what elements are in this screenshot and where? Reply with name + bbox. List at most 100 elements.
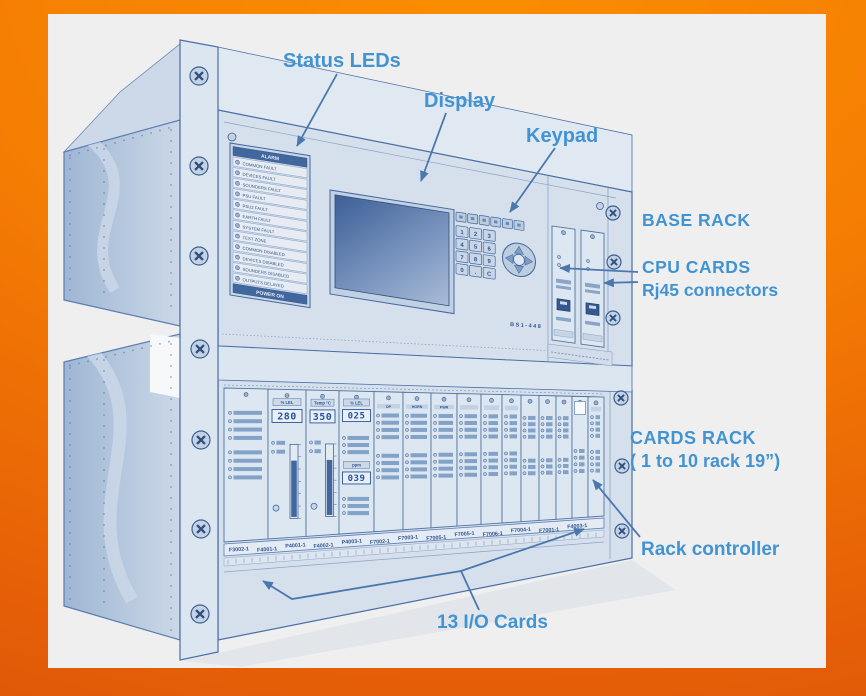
led-icon xyxy=(483,472,487,476)
led-bar xyxy=(410,474,427,479)
rivet xyxy=(69,179,71,181)
led-icon xyxy=(590,434,594,438)
led-icon xyxy=(590,415,594,420)
led-icon xyxy=(540,470,545,475)
rivet xyxy=(170,305,172,307)
screw-icon xyxy=(561,399,567,405)
screw-icon xyxy=(441,396,447,402)
led-bar xyxy=(347,511,369,516)
rivet xyxy=(103,269,105,271)
card-header-label: DP xyxy=(386,405,392,409)
card-model-label: F4001-1 xyxy=(257,546,277,553)
rivet xyxy=(123,351,125,354)
rivet xyxy=(170,376,172,378)
led-icon xyxy=(522,422,527,427)
card-header-label: HORN xyxy=(412,405,423,409)
line xyxy=(195,609,205,619)
card-header xyxy=(591,406,601,412)
led-icon xyxy=(540,458,545,463)
rivet xyxy=(132,137,134,139)
rivet xyxy=(170,464,172,466)
rivet xyxy=(170,618,172,620)
led-icon xyxy=(540,434,545,439)
rivet xyxy=(69,201,71,203)
rivet xyxy=(103,480,105,482)
screw-icon xyxy=(596,202,604,210)
card-model-label: F7003-1 xyxy=(398,535,418,542)
rivet xyxy=(69,267,71,269)
callout-keypad: Keypad xyxy=(526,125,598,147)
keypad-key-label: 4 xyxy=(460,243,464,250)
led-icon xyxy=(342,436,346,440)
keypad-key-label: 8 xyxy=(474,257,478,264)
led-icon xyxy=(405,474,409,479)
line xyxy=(609,209,617,217)
led-icon xyxy=(459,434,463,439)
led-icon xyxy=(459,414,463,419)
cpu-label-bar xyxy=(585,282,600,289)
rivet xyxy=(170,228,172,230)
led-bar xyxy=(233,410,262,415)
rivet xyxy=(159,342,161,345)
rivet xyxy=(103,203,105,205)
lcd-display xyxy=(329,189,455,315)
rivet xyxy=(69,154,71,157)
led-bar xyxy=(464,420,477,425)
led-bar xyxy=(546,470,553,475)
screw-icon xyxy=(191,430,211,450)
rivet xyxy=(150,345,152,347)
led-bar xyxy=(509,451,517,456)
led-icon xyxy=(433,421,437,425)
screw-icon xyxy=(545,399,550,404)
card-model-label: F7006-1 xyxy=(483,531,503,538)
led-icon xyxy=(504,458,508,462)
rj45-connector xyxy=(556,298,571,312)
arrow-display xyxy=(420,112,447,182)
io-card xyxy=(456,393,482,527)
led-row xyxy=(232,230,308,252)
line xyxy=(194,71,204,81)
rivet xyxy=(69,521,71,523)
card-model-label: F7005-1 xyxy=(426,535,446,542)
screw-icon xyxy=(613,390,629,406)
rivet xyxy=(141,134,143,137)
rivet xyxy=(170,486,172,488)
led-bar xyxy=(464,459,477,464)
led-bar xyxy=(595,433,600,438)
card-model-label: P4001-1 xyxy=(285,542,306,549)
keypad-key-label: 7 xyxy=(460,255,464,262)
led-bar xyxy=(579,455,585,460)
screw-icon xyxy=(466,397,472,403)
led-icon xyxy=(590,456,594,460)
seven-segment-value: 039 xyxy=(348,474,366,484)
rivet xyxy=(170,283,172,285)
led-icon xyxy=(376,413,380,418)
rivet xyxy=(103,403,105,405)
led-row xyxy=(232,198,308,221)
rivet xyxy=(69,554,71,556)
led-bar xyxy=(438,452,453,457)
screw-icon xyxy=(320,394,325,399)
rivet xyxy=(103,502,105,504)
screw-icon xyxy=(605,205,621,221)
led-icon xyxy=(228,475,232,480)
led-icon xyxy=(504,414,508,419)
led-bar xyxy=(488,421,498,426)
led-icon xyxy=(433,459,437,464)
led-icon xyxy=(557,470,562,474)
led-bar xyxy=(595,468,600,473)
led-bar xyxy=(464,434,477,439)
led-icon xyxy=(540,428,545,433)
rivet xyxy=(170,365,172,367)
rivet xyxy=(170,629,172,631)
led-icon xyxy=(433,434,437,439)
led-icon xyxy=(459,459,463,463)
led-icon xyxy=(459,452,463,457)
card-header xyxy=(377,403,400,409)
rivet xyxy=(96,358,98,360)
keypad-key xyxy=(455,237,469,251)
rivet xyxy=(168,340,170,343)
